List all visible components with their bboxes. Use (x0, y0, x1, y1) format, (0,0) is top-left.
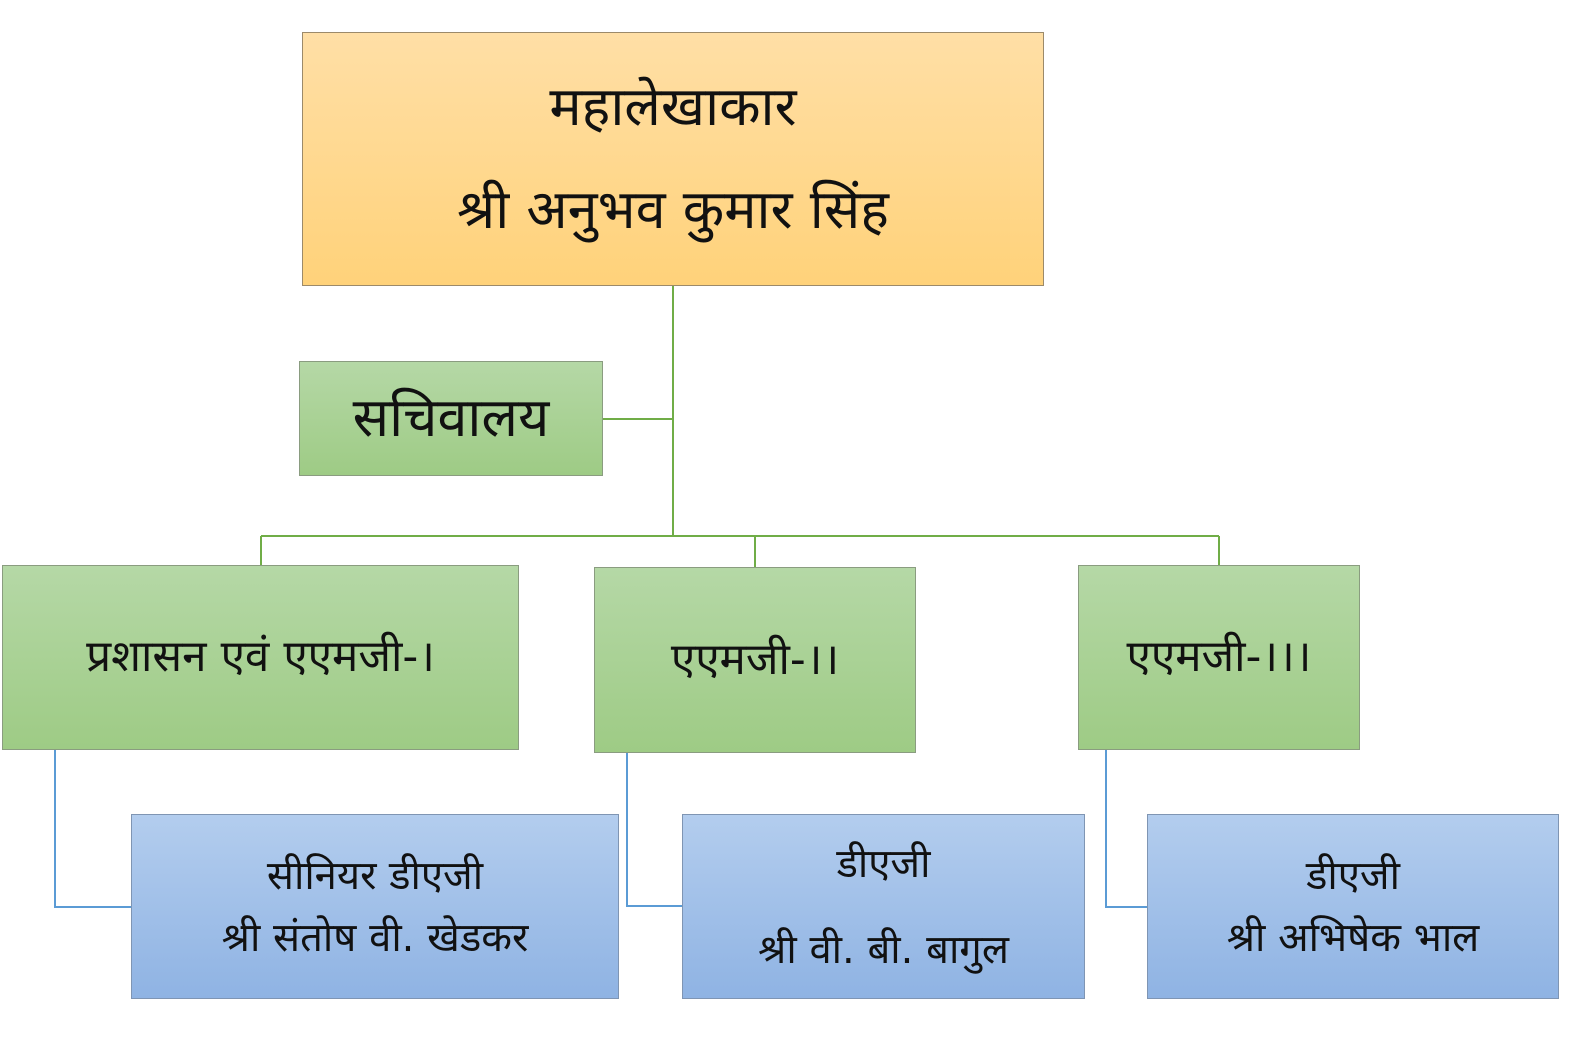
blue-connectors (54, 749, 1148, 908)
group-label-1: प्रशासन एवं एएमजी-। (86, 631, 435, 683)
head-name: श्री अनुभव कुमार सिंह (457, 178, 889, 241)
secretariat-label: सचिवालय (352, 386, 550, 450)
officer-connector-1 (54, 749, 132, 908)
secretariat-box: सचिवालय (299, 361, 603, 476)
green-connectors (260, 286, 1220, 568)
officer-name-2: श्री वी. बी. बागुल (758, 926, 1009, 973)
officer-connector-3 (1105, 749, 1148, 908)
group-label-2: एएमजी-।। (670, 633, 840, 685)
officer-name-3: श्री अभिषेक भाल (1226, 914, 1480, 961)
officer-connector-2 (626, 752, 683, 907)
officer-title-3: डीएजी (1306, 852, 1400, 899)
group-label-3: एएमजी-।।। (1126, 631, 1312, 683)
head-title: महालेखाकार (549, 75, 797, 139)
officer-title-2: डीएजी (836, 840, 931, 887)
officer-box-3: डीएजी श्री अभिषेक भाल (1147, 814, 1559, 999)
officer-name-1: श्री संतोष वी. खेडकर (221, 914, 529, 961)
officer-box-2: डीएजी श्री वी. बी. बागुल (682, 814, 1085, 999)
head-box: महालेखाकार श्री अनुभव कुमार सिंह (302, 32, 1044, 286)
group-box-3: एएमजी-।।। (1078, 565, 1360, 750)
officer-box-1: सीनियर डीएजी श्री संतोष वी. खेडकर (131, 814, 619, 999)
group-box-1: प्रशासन एवं एएमजी-। (2, 565, 519, 750)
group-box-2: एएमजी-।। (594, 567, 916, 753)
officer-title-1: सीनियर डीएजी (266, 852, 484, 899)
